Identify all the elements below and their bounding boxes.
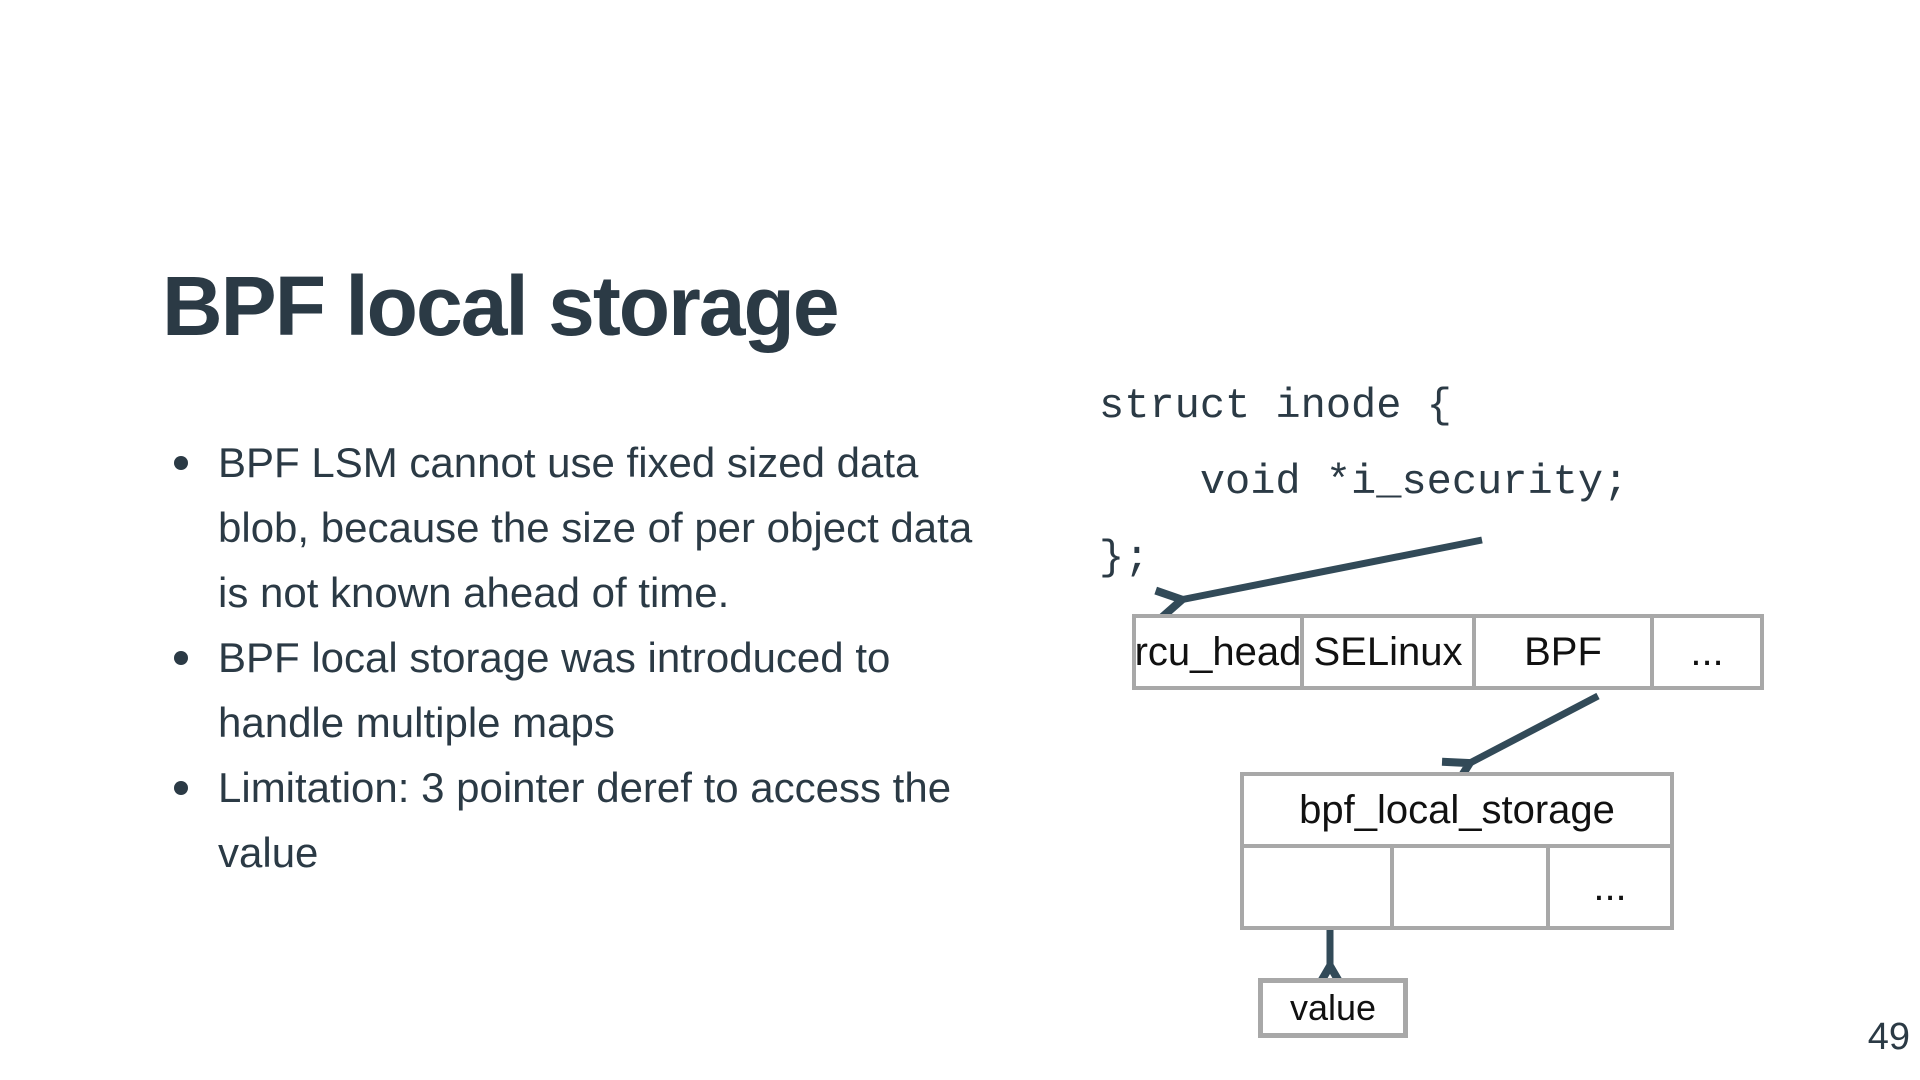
code-line: struct inode { <box>1099 382 1452 430</box>
bpf-local-storage-header: bpf_local_storage <box>1299 787 1615 832</box>
page-number: 49 <box>1867 1016 1910 1058</box>
code-snippet-struct-inode: struct inode { void *i_security; }; <box>1099 368 1628 596</box>
bullet-item: BPF LSM cannot use fixed sized data blob… <box>172 430 982 625</box>
code-line: }; <box>1099 534 1150 582</box>
storage-cell-empty <box>1390 848 1546 926</box>
storage-cell-empty <box>1244 848 1390 926</box>
inode-row-cell-bpf: BPF <box>1472 618 1650 686</box>
inode-row-cell-ellipsis: ... <box>1650 618 1760 686</box>
value-box: value <box>1258 978 1408 1038</box>
bpf-local-storage-table: bpf_local_storage ... <box>1240 772 1674 930</box>
arrow-bpf-to-storage <box>1468 692 1600 764</box>
inode-row-cell-selinux: SELinux <box>1300 618 1472 686</box>
storage-cell-ellipsis: ... <box>1546 848 1670 926</box>
code-line: void *i_security; <box>1099 458 1629 506</box>
bullet-list: BPF LSM cannot use fixed sized data blob… <box>172 430 982 885</box>
inode-row-cell-rcu-head: rcu_head <box>1134 629 1302 674</box>
value-box-label: value <box>1289 987 1377 1028</box>
bpf-local-storage-cells: ... <box>1244 844 1670 926</box>
inode-security-blob-row: rcu_head SELinux BPF ... <box>1132 614 1764 690</box>
bullet-item: BPF local storage was introduced to hand… <box>172 625 982 755</box>
slide-title: BPF local storage <box>162 259 840 353</box>
bullet-item: Limitation: 3 pointer deref to access th… <box>172 755 982 885</box>
